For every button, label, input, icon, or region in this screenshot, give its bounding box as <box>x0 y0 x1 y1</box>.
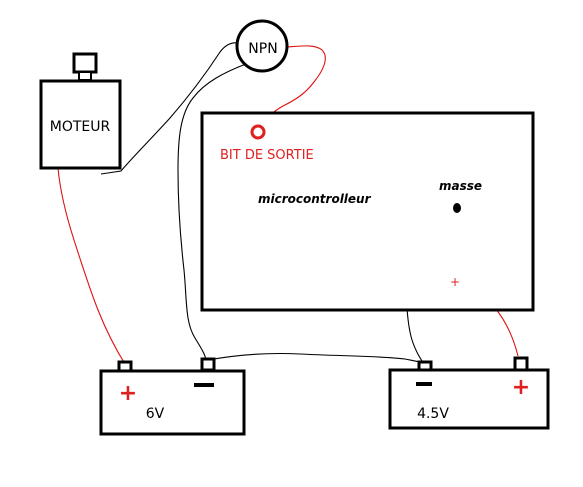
microcontroller-body <box>200 111 535 312</box>
microcontroller-label: microcontrolleur <box>258 192 372 206</box>
battery-4-5v-plus-sign: + <box>512 375 530 400</box>
npn-circle <box>235 19 289 73</box>
battery-4-5v-body <box>388 368 550 430</box>
battery-6v-minus-terminal <box>200 357 216 372</box>
plus-pin-label: + <box>450 275 460 289</box>
motor-label: MOTEUR <box>50 119 111 135</box>
battery-6v-plus-sign: + <box>119 381 137 406</box>
battery-4-5v: + 4.5V <box>388 356 550 430</box>
ground-pin <box>453 203 461 213</box>
microcontroller: BIT DE SORTIE microcontrolleur masse + <box>200 111 535 312</box>
wire-motor-to-6v-plus <box>57 167 126 365</box>
motor-body <box>39 79 122 170</box>
output-pin-label: BIT DE SORTIE <box>220 148 314 163</box>
battery-6v: + 6V <box>99 357 246 436</box>
motor-shaft-cap <box>72 52 98 74</box>
wire-6v-to-45v-minus <box>207 352 426 365</box>
battery-6v-label: 6V <box>146 406 165 422</box>
wire-npn-to-output-bit <box>261 45 326 127</box>
ground-label: masse <box>439 179 482 193</box>
motor-shaft <box>78 71 92 81</box>
wire-npn-to-6v-minus <box>177 63 247 361</box>
battery-6v-body <box>99 369 246 436</box>
output-pin <box>250 124 266 140</box>
motor: MOTEUR <box>39 52 122 170</box>
battery-4-5v-label: 4.5V <box>417 406 449 422</box>
wire-motor-to-npn <box>100 42 239 175</box>
npn-label: NPN <box>248 41 277 57</box>
battery-4-5v-plus-terminal <box>513 356 529 372</box>
npn-transistor: NPN <box>235 19 289 73</box>
